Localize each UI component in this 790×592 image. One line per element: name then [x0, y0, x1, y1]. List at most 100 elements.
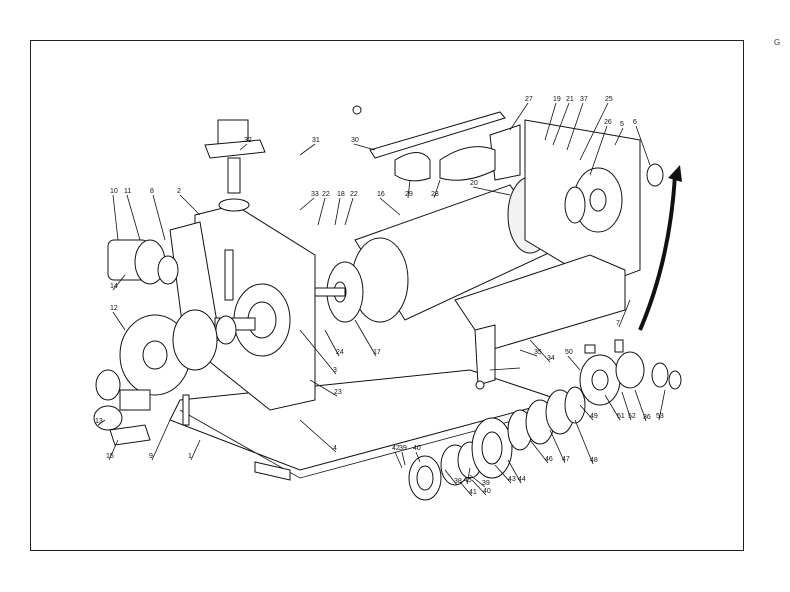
- leader-line: [179, 194, 201, 216]
- leader-line: [567, 355, 581, 371]
- leader-line: [658, 389, 666, 421]
- leader-line: [299, 197, 315, 211]
- leader-line: [472, 186, 511, 196]
- leader-line: [97, 419, 106, 426]
- callout-label: 38: [454, 478, 462, 485]
- page-corner-mark: G: [774, 38, 781, 47]
- callout-label: 32: [244, 137, 252, 144]
- leader-line: [112, 311, 126, 331]
- callout-label: 9: [149, 453, 153, 460]
- callout-label: 48: [590, 457, 598, 464]
- drive-motor: [107, 239, 179, 285]
- leader-line: [529, 339, 551, 363]
- callout-label: 29: [405, 191, 413, 198]
- leader-line: [579, 404, 594, 421]
- leader-line: [299, 419, 337, 453]
- callout-label: 53: [656, 413, 664, 420]
- leader-line: [466, 467, 471, 485]
- leader-line: [407, 179, 411, 199]
- callout-label: 45: [464, 477, 472, 484]
- callout-label: 47: [562, 456, 570, 463]
- callout-label: 26: [604, 119, 612, 126]
- callout-label: 43: [508, 476, 516, 483]
- cross-bar: [369, 111, 506, 159]
- leader-line: [112, 274, 126, 291]
- callout-label: 27: [525, 96, 533, 103]
- leader-line: [635, 125, 651, 166]
- leader-lines: [97, 102, 666, 497]
- water-pump: [95, 309, 218, 411]
- seal-stack-right: [579, 339, 682, 406]
- leader-line: [344, 197, 354, 226]
- leader-line: [544, 102, 557, 141]
- leader-line: [444, 469, 458, 486]
- right-end-plate: [524, 119, 664, 286]
- leader-line: [604, 394, 621, 421]
- callout-label: 22: [322, 191, 330, 198]
- callout-label: 25: [605, 96, 613, 103]
- callout-label: 40: [483, 488, 491, 495]
- callout-label: 23: [334, 389, 342, 396]
- leader-line: [618, 299, 631, 328]
- leader-line: [334, 197, 341, 226]
- leader-line: [509, 102, 529, 131]
- callout-label: 17: [373, 349, 381, 356]
- leader-line: [299, 143, 316, 156]
- valve-assembly: [204, 119, 266, 212]
- callout-label: 19: [553, 96, 561, 103]
- callout-label: 7: [616, 320, 620, 327]
- callout-label: 40: [413, 445, 421, 452]
- callout-label: 13: [95, 418, 103, 425]
- callout-label: 46: [545, 456, 553, 463]
- callout-label: 11: [124, 188, 131, 195]
- leader-line: [299, 329, 337, 375]
- callout-label: 36: [643, 414, 651, 421]
- callout-label: 49: [590, 413, 598, 420]
- leader-line: [324, 329, 340, 357]
- callout-label: 22: [350, 191, 358, 198]
- callout-label: 4: [333, 445, 337, 452]
- leader-line: [589, 125, 608, 176]
- leader-line: [394, 451, 403, 469]
- leader-line: [471, 479, 487, 496]
- leader-line: [549, 429, 566, 464]
- callout-label: 24: [336, 349, 344, 356]
- callout-label: 1: [188, 453, 192, 460]
- leader-line: [566, 102, 584, 151]
- seal-stack-bottom: [408, 386, 586, 501]
- callout-label: 41: [469, 489, 477, 496]
- callout-label: 52: [628, 413, 636, 420]
- leader-line: [379, 197, 401, 216]
- leader-line: [519, 349, 538, 357]
- leader-line: [309, 379, 338, 397]
- leader-line: [507, 459, 522, 484]
- callout-label: 31: [312, 137, 320, 144]
- callout-label: 35: [534, 349, 542, 356]
- callout-label: 10: [110, 188, 118, 195]
- leader-line: [354, 319, 377, 357]
- leader-line: [152, 194, 166, 241]
- leader-line: [126, 194, 141, 241]
- drawing-frame: [30, 40, 744, 551]
- leader-line: [353, 143, 376, 151]
- leader-line: [433, 179, 441, 199]
- callout-label: 5: [620, 121, 624, 128]
- leader-line: [190, 439, 201, 461]
- leader-line: [634, 389, 647, 422]
- leader-line: [614, 127, 624, 146]
- leader-line: [494, 464, 512, 484]
- callout-label: 6: [633, 119, 637, 126]
- callout-label: 8: [150, 188, 154, 195]
- pad-parts: [93, 405, 151, 446]
- callout-label: 39: [482, 480, 490, 487]
- callout-label: 28: [431, 191, 439, 198]
- callout-label: 50: [565, 349, 573, 356]
- leader-line: [151, 419, 171, 461]
- callout-label: 44: [518, 476, 526, 483]
- callout-label: 15: [106, 453, 114, 460]
- callout-label: 12: [110, 305, 118, 312]
- callout-label: 16: [377, 191, 385, 198]
- leader-line: [621, 391, 632, 421]
